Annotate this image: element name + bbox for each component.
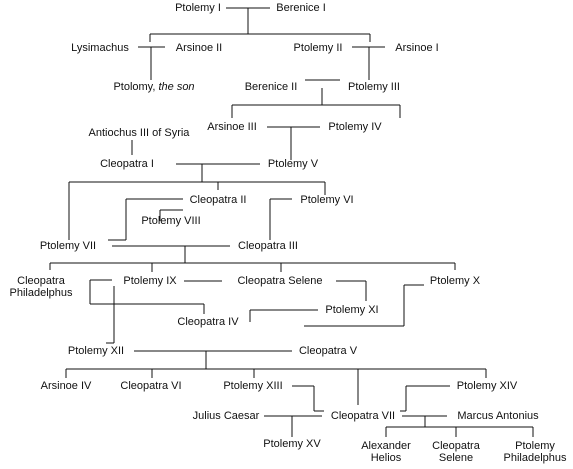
node-ptolemy-xv: Ptolemy XV (263, 438, 321, 450)
node-cleopatra-iii: Cleopatra III (238, 240, 298, 252)
node-ptolemy-philadelphus-line1: Ptolemy (515, 440, 555, 452)
node-cleopatra-selene: Cleopatra Selene (237, 275, 323, 287)
node-cleopatra-vii: Cleopatra VII (330, 410, 396, 422)
node-ptolemy-vi: Ptolemy VI (300, 194, 354, 206)
node-arsinoe-iii: Arsinoe III (207, 121, 257, 133)
node-cleopatra-ii: Cleopatra II (189, 194, 247, 206)
node-ptolemy-ix: Ptolemy IX (123, 275, 177, 287)
node-ptolemy-vii: Ptolemy VII (39, 240, 97, 252)
node-cleopatra-selene-jr-line1: Cleopatra (432, 440, 480, 452)
node-marcus-antonius: Marcus Antonius (457, 410, 539, 422)
node-ptolemy-xii: Ptolemy XII (67, 345, 125, 357)
node-cleopatra-philadelphus-line1: Cleopatra (17, 275, 65, 287)
node-berenice-ii: Berenice II (244, 81, 298, 93)
node-ptolemy-viii: Ptolemy VIII (141, 215, 201, 227)
node-ptolemy-i: Ptolemy I (175, 2, 221, 14)
node-ptolemy-the-son-epithet: the son (158, 81, 195, 93)
node-cleopatra-v: Cleopatra V (298, 345, 358, 357)
node-alexander-helios-line2: Helios (370, 452, 402, 464)
node-cleopatra-philadelphus-line2: Philadelphus (9, 287, 73, 299)
node-ptolemy-xiv: Ptolemy XIV (456, 380, 518, 392)
node-berenice-i: Berenice I (276, 2, 326, 14)
node-cleopatra-iv: Cleopatra IV (177, 316, 239, 328)
node-cleopatra-vi: Cleopatra VI (120, 380, 182, 392)
node-ptolemy-the-son: Ptolomy, the son (102, 81, 206, 93)
node-cleopatra-selene-jr-line2: Selene (438, 452, 474, 464)
node-ptolemy-xiii: Ptolemy XIII (223, 380, 283, 392)
node-cleopatra-i: Cleopatra I (100, 158, 154, 170)
node-alexander-helios-line1: Alexander (361, 440, 411, 452)
node-julius-caesar: Julius Caesar (192, 410, 260, 422)
node-lysimachus: Lysimachus (71, 42, 129, 54)
node-arsinoe-iv: Arsinoe IV (40, 380, 92, 392)
node-ptolemy-iv: Ptolemy IV (328, 121, 382, 133)
node-ptolemy-ii: Ptolemy II (293, 42, 343, 54)
node-ptolemy-x: Ptolemy X (429, 275, 481, 287)
node-ptolemy-philadelphus-line2: Philadelphus (503, 452, 567, 464)
node-ptolemy-xi: Ptolemy XI (325, 304, 379, 316)
node-ptolemy-iii: Ptolemy III (348, 81, 400, 93)
node-antiochus-iii: Antiochus III of Syria (88, 127, 190, 139)
node-arsinoe-ii: Arsinoe II (175, 42, 223, 54)
node-ptolemy-v: Ptolemy V (267, 158, 319, 170)
node-arsinoe-i: Arsinoe I (395, 42, 439, 54)
node-ptolemy-the-son-name: Ptolomy, (113, 81, 159, 93)
